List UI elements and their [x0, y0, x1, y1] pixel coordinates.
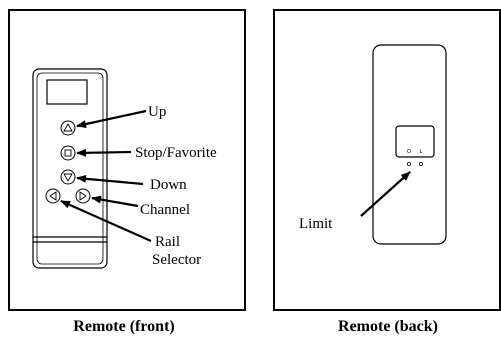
switch-mark-o: O — [407, 149, 411, 155]
down-triangle-icon — [63, 173, 73, 182]
label-down: Down — [150, 177, 187, 193]
front-remote-body — [32, 68, 108, 269]
up-button — [60, 120, 76, 136]
limit-switch-window — [395, 125, 435, 158]
back-remote-body — [372, 44, 447, 245]
rail-selector-button — [45, 188, 61, 204]
label-rail: Rail — [155, 234, 180, 250]
left-triangle-icon — [49, 191, 57, 201]
switch-mark-l: L — [420, 149, 423, 155]
stop-favorite-button — [60, 145, 76, 161]
up-arrow — [76, 109, 147, 128]
back-caption: Remote (back) — [338, 318, 438, 335]
label-up: Up — [148, 104, 166, 120]
front-display-window — [46, 79, 88, 105]
label-channel: Channel — [140, 202, 190, 218]
rail-selector-arrow — [60, 199, 152, 243]
stop-square-icon — [64, 149, 72, 157]
right-triangle-icon — [79, 191, 87, 201]
limit-arrow — [360, 171, 411, 217]
channel-arrow — [91, 195, 139, 208]
label-selector: Selector — [152, 252, 201, 268]
limit-dot-right — [418, 161, 423, 166]
label-limit: Limit — [299, 216, 333, 232]
up-triangle-icon — [63, 123, 73, 132]
front-panel-frame — [8, 9, 246, 311]
down-arrow — [76, 174, 144, 186]
stop-arrow — [76, 148, 132, 157]
channel-button — [75, 188, 91, 204]
label-stop-favorite: Stop/Favorite — [135, 145, 217, 161]
back-panel-frame — [273, 9, 501, 311]
front-remote-inner — [36, 72, 104, 265]
front-caption: Remote (front) — [73, 318, 174, 335]
limit-dot-left — [406, 161, 411, 166]
down-button — [60, 169, 76, 185]
